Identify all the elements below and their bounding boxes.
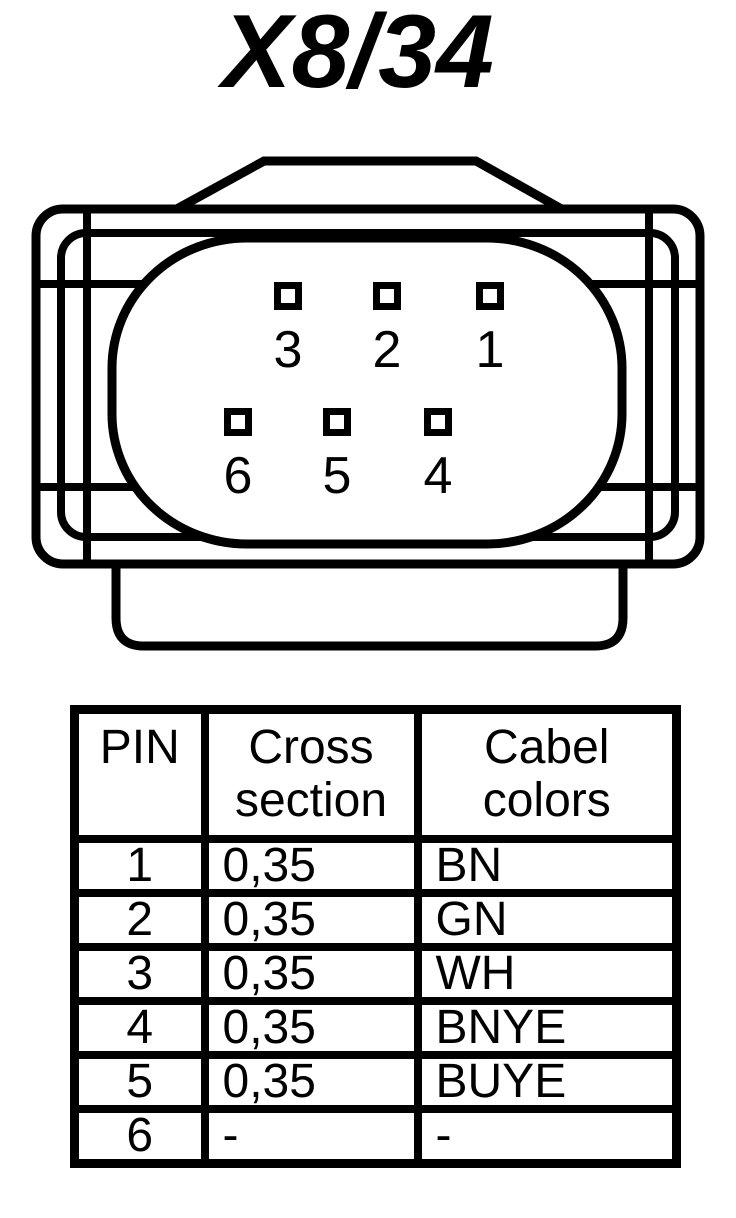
header-cross-section: Cross section bbox=[200, 705, 422, 843]
pin-1-contact bbox=[476, 282, 504, 310]
pin-2-contact bbox=[373, 282, 401, 310]
cell-pin: 6 bbox=[70, 1105, 209, 1168]
connector-oval-cavity bbox=[107, 233, 627, 549]
cell-cross-section: 0,35 bbox=[200, 943, 422, 1005]
cell-cross-section: 0,35 bbox=[200, 1051, 422, 1113]
table-row: 3 0,35 WH bbox=[70, 943, 681, 1005]
pin-6-label: 6 bbox=[224, 447, 253, 505]
pin-4-contact bbox=[424, 408, 452, 436]
cell-pin: 4 bbox=[70, 997, 209, 1059]
cell-pin: 1 bbox=[70, 835, 209, 897]
pin-2-label: 2 bbox=[373, 321, 402, 379]
pinout-table: PIN Cross section Cabel colors 1 0,35 BN… bbox=[70, 705, 681, 1168]
pin-4-label: 4 bbox=[424, 447, 453, 505]
table-row: 5 0,35 BUYE bbox=[70, 1051, 681, 1113]
pin-3-label: 3 bbox=[274, 321, 303, 379]
table-row: 4 0,35 BNYE bbox=[70, 997, 681, 1059]
cell-cable-color: - bbox=[413, 1105, 681, 1168]
cell-cable-color: BUYE bbox=[413, 1051, 681, 1113]
table-row: 6 - - bbox=[70, 1105, 681, 1168]
header-cable-colors: Cabel colors bbox=[413, 705, 681, 843]
pin-3-contact bbox=[274, 282, 302, 310]
pin-1-label: 1 bbox=[476, 321, 505, 379]
connector-bottom-tab bbox=[111, 560, 628, 651]
pin-6-contact bbox=[224, 408, 252, 436]
cell-pin: 2 bbox=[70, 889, 209, 951]
cell-cable-color: GN bbox=[413, 889, 681, 951]
header-pin: PIN bbox=[70, 705, 209, 843]
cell-pin: 3 bbox=[70, 943, 209, 1005]
table-row: 1 0,35 BN bbox=[70, 835, 681, 897]
cell-cross-section: 0,35 bbox=[200, 889, 422, 951]
cell-cross-section: 0,35 bbox=[200, 997, 422, 1059]
cell-cross-section: - bbox=[200, 1105, 422, 1168]
page-title: X8/34 bbox=[222, 0, 494, 110]
cell-cross-section: 0,35 bbox=[200, 835, 422, 897]
table-header-row: PIN Cross section Cabel colors bbox=[70, 705, 681, 843]
table-row: 2 0,35 GN bbox=[70, 889, 681, 951]
cell-cable-color: BNYE bbox=[413, 997, 681, 1059]
cell-cable-color: WH bbox=[413, 943, 681, 1005]
pin-5-contact bbox=[323, 408, 351, 436]
connector-diagram: 3 2 1 6 5 4 bbox=[31, 156, 705, 651]
cell-pin: 5 bbox=[70, 1051, 209, 1113]
pin-5-label: 5 bbox=[323, 447, 352, 505]
cell-cable-color: BN bbox=[413, 835, 681, 897]
